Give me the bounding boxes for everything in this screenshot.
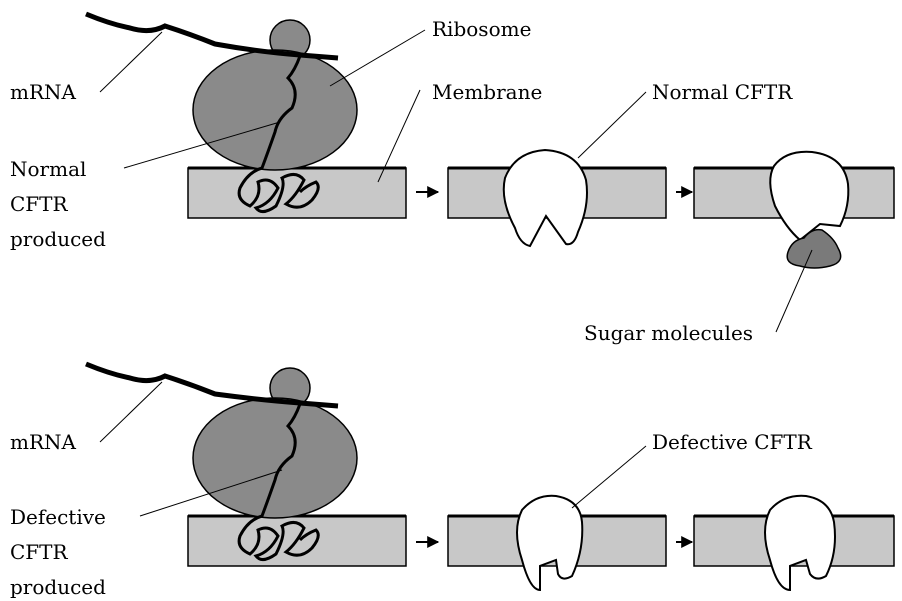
label-produced-bottom-1: Defective: [10, 505, 106, 529]
leader-ribosome: [330, 30, 425, 86]
label-produced-bottom-2: CFTR: [10, 540, 69, 564]
label-produced-bottom-3: produced: [10, 575, 106, 599]
label-mrna-bottom: mRNA: [10, 430, 77, 454]
leader-defective-cftr: [572, 446, 646, 508]
label-mrna-top: mRNA: [10, 80, 77, 104]
defective-cftr-protein-1: [517, 496, 582, 590]
label-normal-cftr: Normal CFTR: [652, 80, 793, 104]
normal-cftr-protein-2: [770, 152, 848, 240]
label-produced-top-2: CFTR: [10, 192, 69, 216]
label-produced-top-3: produced: [10, 227, 106, 251]
top-row: mRNA Ribosome Membrane Normal CFTR Norma…: [10, 14, 894, 345]
label-membrane: Membrane: [432, 80, 542, 104]
label-ribosome: Ribosome: [432, 17, 531, 41]
ribosome-large-subunit-top: [193, 50, 357, 170]
label-produced-top-1: Normal: [10, 157, 86, 181]
leader-normal-cftr: [578, 92, 646, 158]
defective-cftr-protein-2: [765, 496, 835, 590]
normal-cftr-protein-1: [504, 150, 587, 246]
leader-mrna-bottom: [100, 382, 162, 442]
label-sugar-molecules: Sugar molecules: [584, 321, 753, 345]
leader-mrna-top: [100, 32, 162, 92]
label-defective-cftr: Defective CFTR: [652, 430, 813, 454]
ribosome-large-subunit-bottom: [193, 398, 357, 518]
bottom-row: mRNA Defective CFTR Defective CFTR produ…: [10, 364, 894, 599]
